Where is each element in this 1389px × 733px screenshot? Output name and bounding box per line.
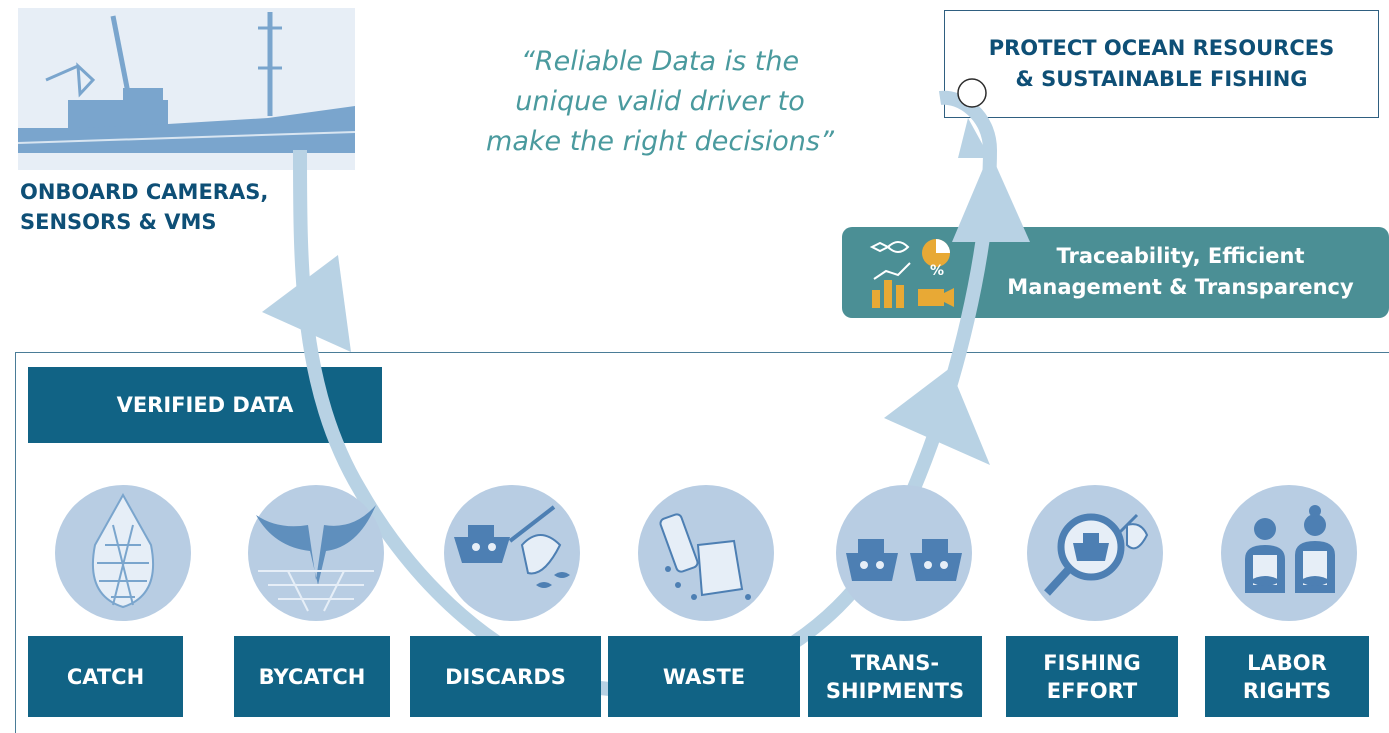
category-label: CATCH	[66, 664, 145, 689]
outcome-line2: Management & Transparency	[1007, 275, 1354, 299]
category-label-2: EFFORT	[1046, 678, 1138, 703]
goal-box: PROTECT OCEAN RESOURCES & SUSTAINABLE FI…	[944, 10, 1379, 118]
goal-line1: PROTECT OCEAN RESOURCES	[988, 36, 1335, 60]
fishing-vessel-icon	[18, 8, 355, 170]
category-label: BYCATCH	[258, 664, 366, 689]
quote-line3: make the right decisions”	[486, 126, 834, 157]
category-label-2: RIGHTS	[1242, 678, 1332, 703]
category-catch: CATCH	[28, 636, 183, 717]
category-transshipments: TRANS- SHIPMENTS	[808, 636, 982, 717]
source-label: ONBOARD CAMERAS, SENSORS & VMS	[20, 177, 268, 237]
workers-icon	[1221, 485, 1357, 621]
verified-data-label: VERIFIED DATA	[28, 367, 382, 443]
two-boats-icon	[836, 485, 972, 621]
magnifier-boat-icon	[1027, 485, 1163, 621]
analytics-icon: %	[869, 239, 954, 308]
category-label: WASTE	[662, 664, 746, 689]
category-label: FISHING	[1043, 650, 1141, 675]
category-label-2: SHIPMENTS	[825, 678, 965, 703]
discards-icon	[444, 485, 580, 621]
goal-line2: & SUSTAINABLE FISHING	[1015, 67, 1308, 91]
category-waste: WASTE	[608, 636, 800, 717]
plastic-waste-icon	[638, 485, 774, 621]
quote-line1: “Reliable Data is the	[520, 46, 800, 77]
category-label: LABOR	[1247, 650, 1327, 675]
source-label-line2: SENSORS & VMS	[20, 210, 217, 234]
outcome-line1: Traceability, Efficient	[1056, 244, 1305, 268]
svg-text:%: %	[930, 263, 944, 279]
category-labor-rights: LABOR RIGHTS	[1205, 636, 1369, 717]
quote-line2: unique valid driver to	[515, 86, 805, 117]
fishing-net-icon	[55, 485, 191, 621]
quote-text: “Reliable Data is the unique valid drive…	[440, 42, 880, 162]
category-bycatch: BYCATCH	[234, 636, 390, 717]
whale-tail-icon	[248, 485, 384, 621]
source-label-line1: ONBOARD CAMERAS,	[20, 180, 269, 204]
category-fishing-effort: FISHING EFFORT	[1006, 636, 1178, 717]
category-label: DISCARDS	[445, 664, 566, 689]
category-label: TRANS-	[850, 650, 940, 675]
category-discards: DISCARDS	[410, 636, 601, 717]
